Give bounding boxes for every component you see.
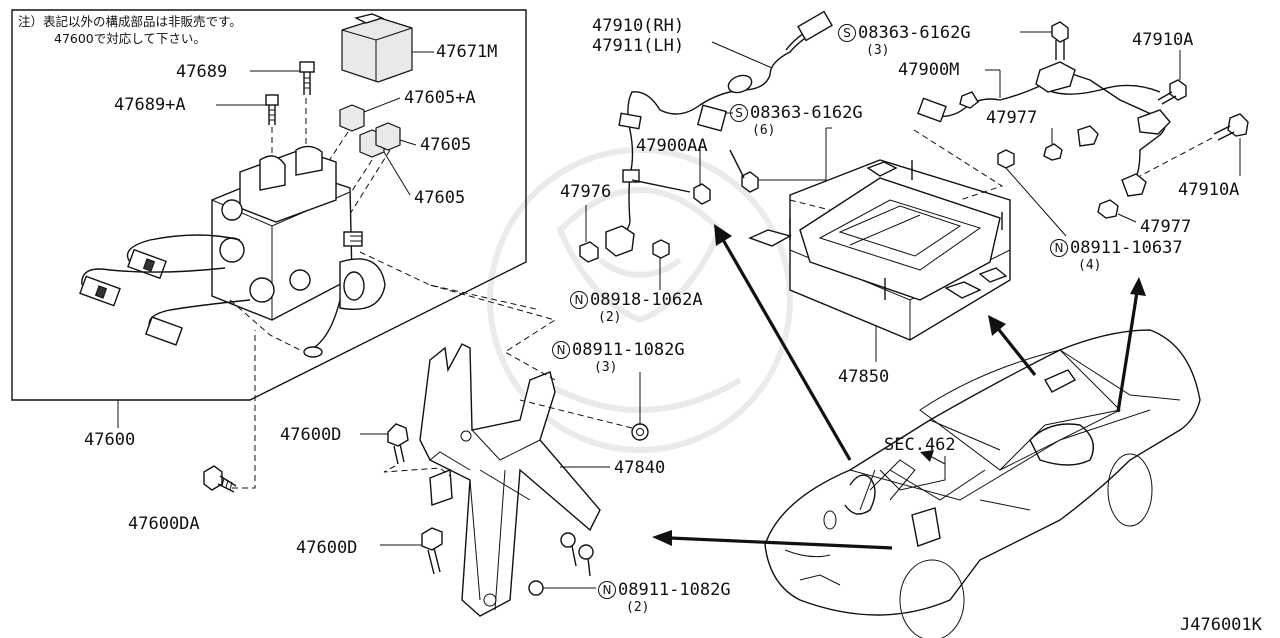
n-circle-icon: N [552,341,570,359]
diagram-id: J476001K [1180,615,1262,635]
label-47600D-upper: 47600D [280,425,342,445]
label-47977-2: 47977 [1140,217,1192,237]
relay-block-47671M [341,13,413,83]
callout-n4-code: 08911-1082G [618,580,731,600]
n-circle-icon: N [598,581,616,599]
label-47605-1: 47605 [420,135,472,155]
label-47911LH: 47911(LH) [592,36,685,56]
relay-47605A [339,104,365,132]
relay-47605 [359,122,401,158]
arrow-to-bracket [652,530,893,550]
sensor-harness-47900M [917,61,1171,197]
arrow-to-sec462 [920,450,946,465]
label-47850: 47850 [838,367,890,387]
label-47600D-lower: 47600D [296,538,358,558]
bolt-47910A-right [1213,113,1249,141]
bolt-47600D-lower [421,527,443,575]
nut-08911-10637 [997,149,1015,169]
label-47900AA: 47900AA [636,136,708,156]
callout-s2-code: 08363-6162G [750,103,863,123]
note-text: 注）表記以外の構成部品は非販売です。 47600で対応して下さい。 [18,14,242,48]
label-47840: 47840 [614,458,666,478]
callout-n1-code: 08911-10637 [1070,238,1183,258]
callout-n4-qty: (2) [626,600,650,615]
arrow-to-ecu [988,315,1037,376]
callout-n1-qty: (4) [1078,258,1102,273]
callout-s2-qty: (6) [752,123,776,138]
callout-n2-qty: (2) [598,310,622,325]
vehicle-outline [764,329,1201,638]
bolt-47689A [265,94,279,125]
cap-47977 [1043,143,1119,219]
note-line-1: 注）表記以外の構成部品は非販売です。 [18,14,242,29]
wheel-sensor-harness-47910 [605,10,833,257]
label-47976: 47976 [560,182,612,202]
label-47910RH: 47910(RH) [592,16,685,36]
label-47977-1: 47977 [986,108,1038,128]
callout-n3-code: 08911-1082G [572,340,685,360]
bolt-08363-6162G-top [1051,21,1069,60]
label-47605A: 47605+A [404,88,476,108]
label-47605-2: 47605 [414,188,466,208]
note-line-2: 47600で対応して下さい。 [54,30,206,46]
n-circle-icon: N [1050,239,1068,257]
label-47689: 47689 [176,62,228,82]
label-sec-462: SEC.462 [884,435,956,455]
label-47910A-2: 47910A [1178,180,1240,200]
watermark-emblem [487,147,793,453]
label-47600DA: 47600DA [128,514,200,534]
arrow-to-sensor [714,224,852,461]
nuts-08911-1082G-lower [528,532,594,596]
harness-connectors [79,234,341,358]
label-47600: 47600 [84,430,136,450]
callout-s1-code: 08363-6162G [858,23,971,43]
control-unit-47850 [748,159,1011,341]
assembly-box [11,9,527,401]
bolt-47600DA [203,465,237,493]
bolt-sensor-mount [693,149,759,205]
arrow-to-rear-harness [1116,277,1146,413]
nut-08918-1062A [652,239,670,259]
s-circle-icon: S [730,104,748,122]
label-47910A-1: 47910A [1132,30,1194,50]
callout-n2-code: 08918-1062A [590,290,703,310]
callout-s1-qty: (3) [866,43,890,58]
hydraulic-unit-47600 [211,145,386,321]
bolt-47910A-top [1157,79,1187,105]
s-circle-icon: S [838,24,856,42]
bolt-47600D-upper [387,423,409,465]
bolt-47689 [299,61,315,95]
n-circle-icon: N [570,291,588,309]
nut-08911-1082G-upper [631,423,649,441]
callout-n3-qty: (3) [594,360,618,375]
label-47671M: 47671M [436,42,498,62]
bracket-47840 [419,343,601,617]
sensor-cap-47976 [579,241,599,263]
label-47689A: 47689+A [114,95,186,115]
label-47900M: 47900M [898,60,960,80]
